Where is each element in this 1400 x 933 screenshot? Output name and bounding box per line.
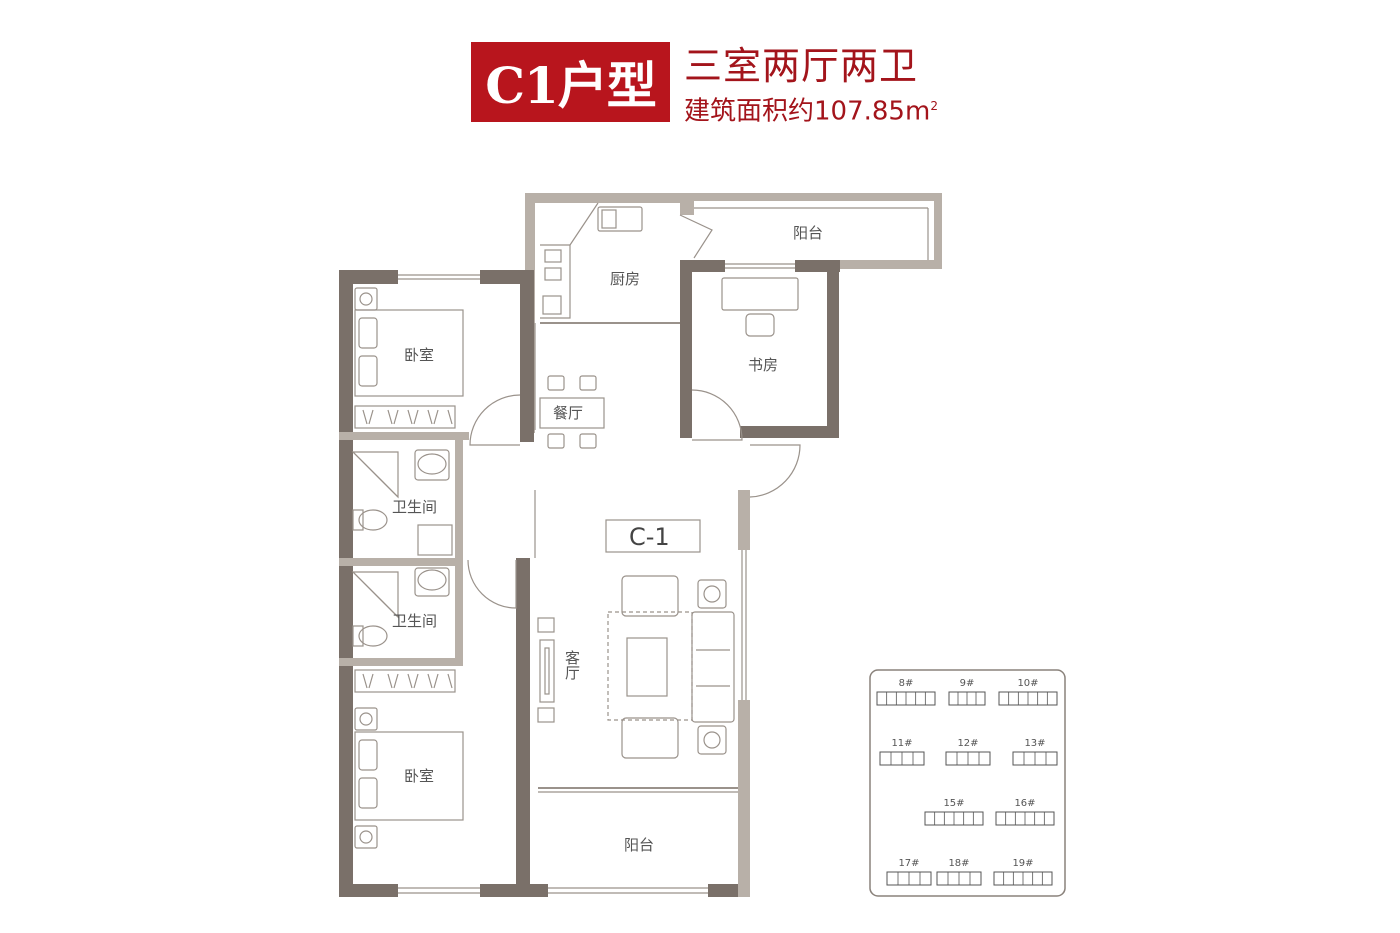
key-building-label: 17# [898, 858, 919, 869]
unit-type-badge: C1户型 [471, 42, 670, 122]
room-label-balcony-top: 阳台 [793, 224, 823, 242]
key-plan: 8# 9# 10# 11# 12# 13# 15# 16# 17# 18# 19# [869, 669, 1066, 897]
key-building-label: 18# [948, 858, 969, 869]
room-label-bath-1: 卫生间 [392, 498, 437, 516]
room-label-kitchen: 厨房 [610, 270, 640, 288]
room-labels: 阳台 厨房 书房 卧室 餐厅 卫生间 卫生间 客厅 卧室 阳台 C-1 [392, 224, 823, 854]
layout-subtitle: 三室两厅两卫 [684, 44, 919, 88]
floor-area-text: 建筑面积约107.85 [684, 96, 905, 127]
kitchen-fixtures [540, 202, 643, 319]
key-building-label: 13# [1024, 738, 1045, 749]
bathroom-fixtures [351, 449, 453, 647]
room-label-bedroom-bottom: 卧室 [404, 767, 434, 785]
unit-type-label: C1户型 [485, 56, 657, 115]
key-building-label: 12# [957, 738, 978, 749]
room-label-balcony-bottom: 阳台 [624, 836, 654, 854]
key-plan-buildings: 8# 9# 10# 11# 12# 13# 15# 16# 17# 18# 19# [876, 678, 1058, 886]
bedroom-bottom-fixtures [354, 669, 464, 849]
exterior-walls [339, 193, 942, 897]
room-label-living: 客厅 [563, 650, 581, 680]
interior-walls [339, 270, 738, 897]
key-building-label: 11# [891, 738, 912, 749]
room-label-bedroom-top: 卧室 [404, 346, 434, 364]
key-building-label: 16# [1014, 798, 1035, 809]
room-label-study: 书房 [748, 356, 778, 374]
key-building-label: 19# [1012, 858, 1033, 869]
key-building-label: 10# [1017, 678, 1038, 689]
key-building-label: 8# [899, 678, 914, 689]
study-fixtures [721, 277, 799, 337]
floor-area-unit: m [904, 96, 931, 127]
room-label-bath-2: 卫生间 [392, 612, 437, 630]
key-building-label: 9# [960, 678, 975, 689]
unit-code-label: C-1 [629, 523, 670, 551]
bedroom-top-fixtures [354, 287, 464, 429]
living-fixtures [537, 519, 735, 759]
room-label-dining: 餐厅 [553, 404, 583, 422]
dining-fixtures [539, 375, 605, 449]
floor-area: 建筑面积约107.85m2 [684, 90, 938, 128]
key-building-label: 15# [943, 798, 964, 809]
doors [467, 214, 801, 609]
floor-area-unit-sup: 2 [930, 99, 938, 113]
